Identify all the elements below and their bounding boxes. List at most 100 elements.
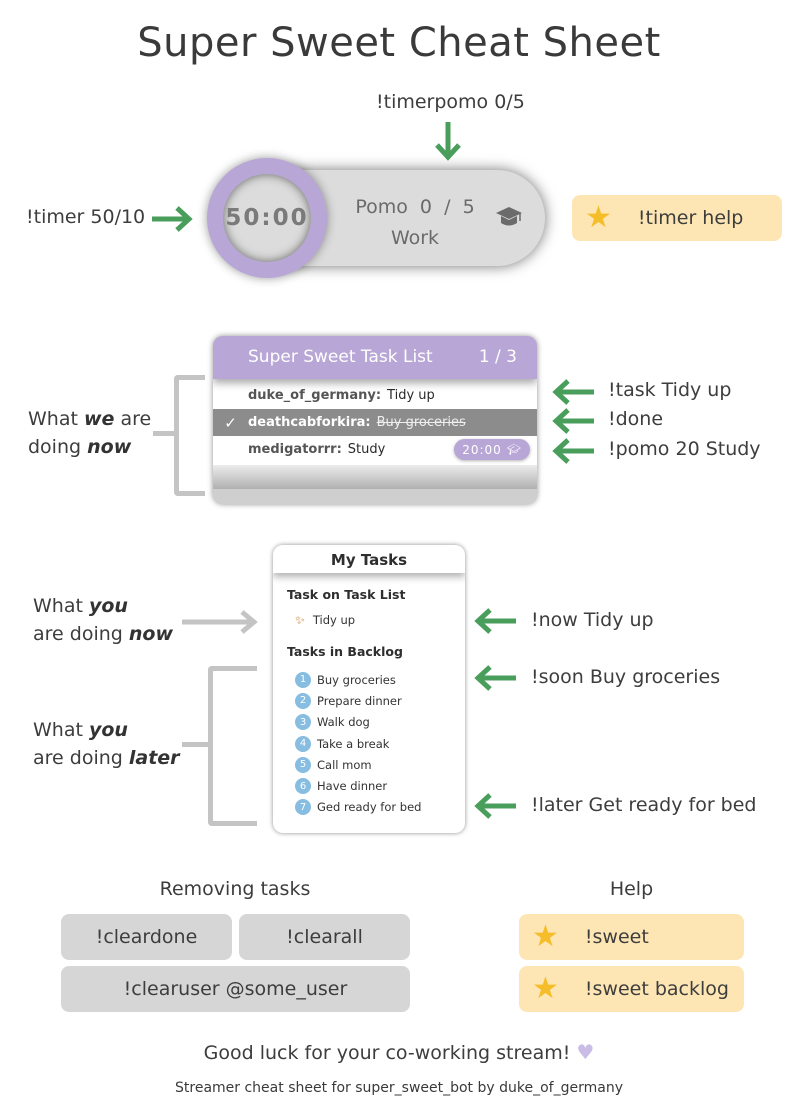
timer-help-label: !timer help [637, 207, 744, 229]
graduation-cap-icon: 🎓︎ [506, 443, 522, 456]
cmd-pomo: !pomo 20 Study [608, 438, 761, 460]
arrow-right-icon [152, 206, 193, 232]
current-task-text: Tidy up [312, 613, 356, 627]
arrow-left-icon [552, 408, 594, 434]
footer-message-row: Good luck for your co-working stream! ♥ [0, 1040, 798, 1064]
arrow-left-icon [474, 608, 516, 634]
task-row: duke_of_germany: Tidy up [213, 382, 537, 409]
note-we-now: What we are doing now [28, 405, 151, 461]
star-icon: ★ [532, 919, 559, 954]
removing-heading: Removing tasks [159, 878, 311, 900]
task-list-widget: Super Sweet Task List 1 / 3 duke_of_germ… [213, 336, 537, 504]
graduation-cap-icon [496, 207, 522, 226]
cleardone-button[interactable]: !cleardone [61, 914, 232, 960]
pomo-mode: Work [390, 227, 440, 249]
cmd-task: !task Tidy up [608, 379, 732, 401]
number-badge: 2 [295, 692, 311, 709]
note-text: What [33, 719, 89, 741]
sweet-backlog-label: !sweet backlog [584, 978, 729, 1000]
my-tasks-title: My Tasks [273, 545, 465, 573]
note-text: are doing [33, 623, 129, 645]
task-row: medigatorrr: Study [213, 436, 537, 463]
arrow-left-icon [552, 379, 594, 405]
note-emph: later [128, 747, 180, 769]
arrow-left-icon [552, 438, 594, 464]
number-badge: 1 [295, 671, 311, 688]
check-icon: ✓ [224, 413, 237, 432]
note-text: doing [28, 436, 88, 458]
backlog-list: 1 Buy groceries 2 Prepare dinner 3 Walk dog… [295, 669, 421, 818]
note-text: What [33, 595, 89, 617]
clearuser-button[interactable]: !clearuser @some_user [61, 966, 410, 1012]
cmd-later: !later Get ready for bed [531, 794, 757, 816]
star-icon: ★ [532, 971, 559, 1006]
backlog-task: Call mom [317, 757, 372, 772]
task-row-done: ✓ deathcabforkira: Buy groceries [213, 409, 537, 436]
task-timer-badge: 20:00 🎓︎ [454, 439, 530, 460]
backlog-heading: Tasks in Backlog [287, 644, 403, 659]
task-list-header: Super Sweet Task List 1 / 3 [213, 336, 537, 379]
timer-help-button[interactable]: ★ !timer help [572, 195, 782, 241]
backlog-task: Take a break [317, 736, 390, 751]
task-text: Buy groceries [376, 415, 466, 430]
note-you-now: What you are doing now [33, 592, 173, 648]
timer-ring: 50:00 [207, 158, 327, 278]
pomo-count: Pomo 0 / 5 [355, 196, 475, 218]
note-text: are doing [33, 747, 129, 769]
backlog-task: Walk dog [317, 715, 370, 730]
page-title: Super Sweet Cheat Sheet [137, 20, 661, 66]
backlog-task: Prepare dinner [317, 693, 402, 708]
note-emph: now [128, 623, 174, 645]
note-emph: now [87, 436, 132, 458]
backlog-item: 4 Take a break [295, 733, 421, 754]
number-badge: 4 [295, 735, 311, 752]
arrow-right-grey-icon [182, 610, 258, 634]
cmd-done: !done [608, 408, 664, 430]
backlog-item: 1 Buy groceries [295, 669, 421, 690]
sparkle-icon: ✨︎ [295, 612, 305, 627]
current-task: ✨︎ Tidy up [295, 611, 355, 629]
task-text: Study [347, 442, 386, 457]
help-heading: Help [609, 878, 654, 900]
sweet-backlog-button[interactable]: ★ !sweet backlog [519, 966, 744, 1012]
note-you-later: What you are doing later [33, 716, 180, 772]
task-list-title: Super Sweet Task List [248, 347, 433, 367]
current-task-heading: Task on Task List [287, 587, 406, 602]
backlog-item: 2 Prepare dinner [295, 690, 421, 711]
footer-message: Good luck for your co-working stream! [203, 1042, 571, 1064]
bracket [174, 375, 205, 496]
note-emph: we [83, 408, 115, 430]
note-emph: you [88, 595, 128, 617]
star-icon: ★ [585, 200, 612, 235]
note-text: What [28, 408, 84, 430]
bracket [208, 666, 257, 826]
task-user: duke_of_germany: [248, 388, 382, 403]
sweet-label: !sweet [584, 926, 649, 948]
timer-display: 50:00 [223, 174, 311, 262]
note-emph: you [88, 719, 128, 741]
task-list-page: 1 / 3 [478, 347, 517, 367]
task-timer: 20:00 [462, 442, 502, 457]
sweet-button[interactable]: ★ !sweet [519, 914, 744, 960]
task-list-fade [213, 465, 537, 489]
my-tasks-widget: My Tasks Task on Task List ✨︎ Tidy up Ta… [273, 545, 465, 833]
backlog-task: Buy groceries [317, 672, 396, 687]
cmd-now: !now Tidy up [531, 609, 654, 631]
task-text: Tidy up [387, 388, 435, 403]
number-badge: 3 [295, 714, 311, 731]
footer-credit: Streamer cheat sheet for super_sweet_bot… [175, 1080, 623, 1096]
backlog-item: 3 Walk dog [295, 712, 421, 733]
bracket-connector [153, 431, 179, 436]
task-user: deathcabforkira: [248, 415, 371, 430]
pomo-status: Pomo 0 / 5 Work [340, 192, 490, 254]
cmd-soon: !soon Buy groceries [531, 666, 721, 688]
number-badge: 6 [295, 778, 311, 795]
bracket-connector [182, 742, 210, 747]
clearall-button[interactable]: !clearall [239, 914, 410, 960]
arrow-left-icon [474, 793, 516, 819]
heart-icon: ♥ [576, 1040, 595, 1064]
number-badge: 7 [295, 799, 311, 816]
